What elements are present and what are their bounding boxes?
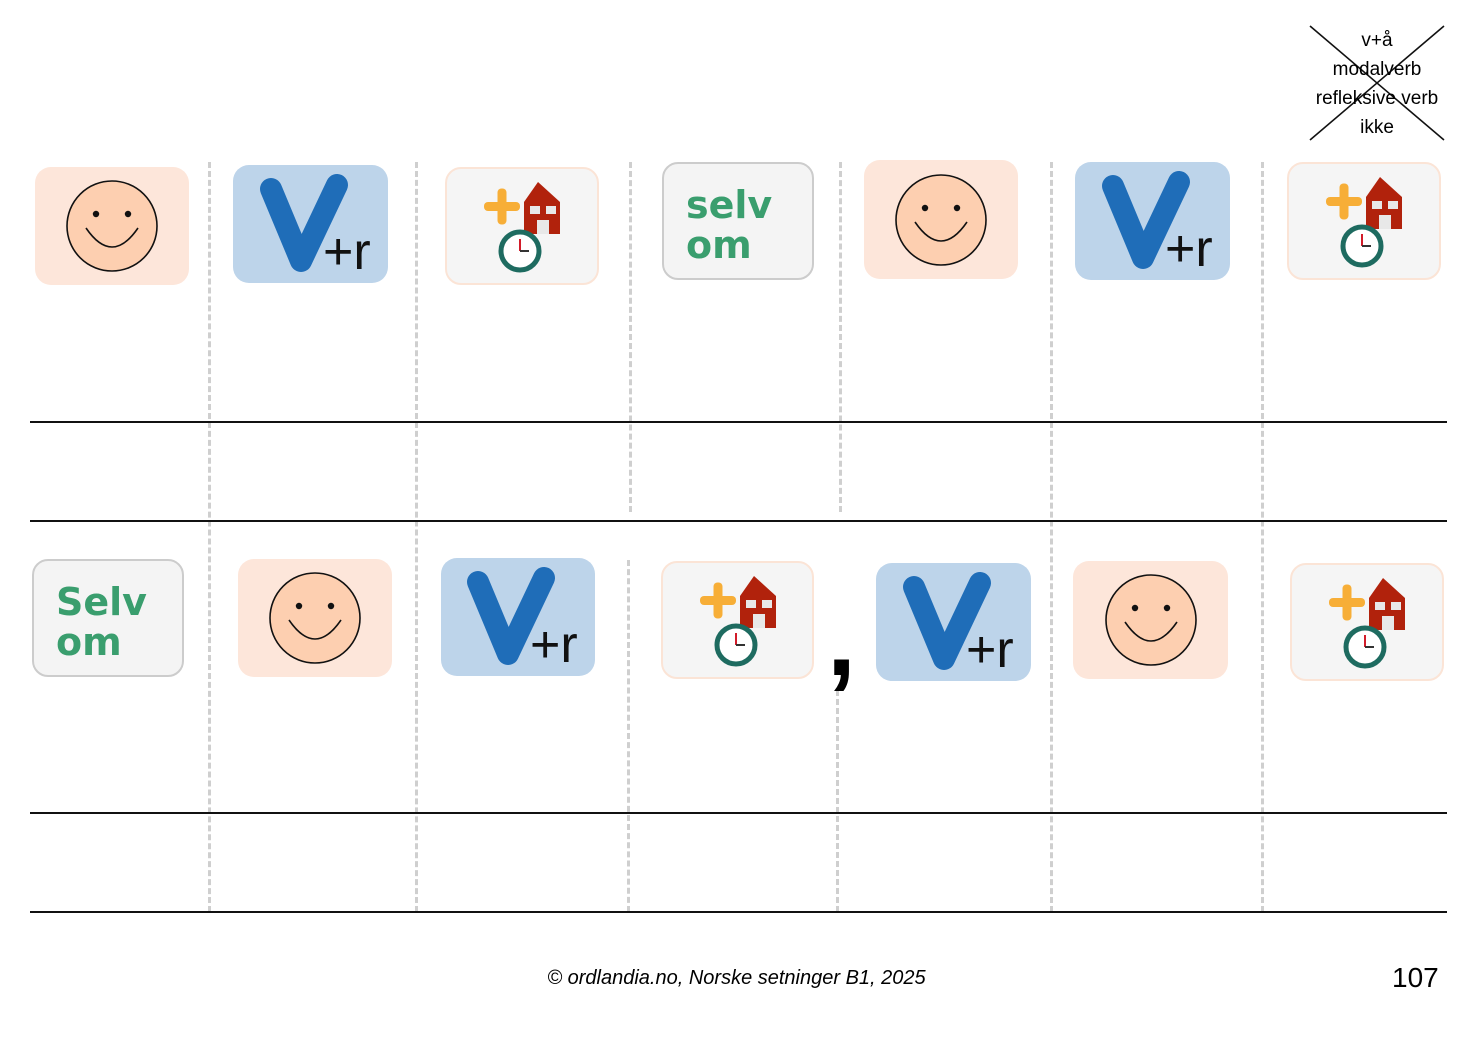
verb-suffix: +r <box>1165 220 1213 276</box>
column-divider <box>839 162 842 512</box>
column-divider <box>1050 162 1053 912</box>
cross-mark-icon <box>1309 25 1445 141</box>
reminder-line: modalverb <box>1332 59 1422 80</box>
column-divider <box>415 162 418 912</box>
conj-word-1: Selv <box>56 580 147 624</box>
conj-word-2: om <box>686 223 752 266</box>
verb-suffix: +r <box>323 223 371 279</box>
verb-card: +r <box>233 165 388 283</box>
subject-card <box>1073 561 1228 679</box>
crossed-reminder-box: v+å modalverb refleksive verb ikke <box>1308 24 1446 142</box>
writing-line <box>30 911 1447 913</box>
adverbial-card <box>1287 162 1441 280</box>
smiley-face-icon <box>269 572 361 664</box>
comma-mark: , <box>827 582 856 698</box>
verb-card: +r <box>1075 162 1230 280</box>
column-divider <box>1261 162 1264 912</box>
verb-card: +r <box>441 558 595 676</box>
verb-v-plus-r-icon: +r <box>902 572 1014 677</box>
verb-suffix: +r <box>530 616 578 672</box>
reminder-text: v+å modalverb refleksive verb ikke <box>1308 26 1446 142</box>
column-divider <box>208 162 211 912</box>
subject-card <box>864 160 1018 279</box>
smiley-face-icon <box>895 173 987 266</box>
smiley-face-icon <box>1104 574 1197 666</box>
reminder-line: ikke <box>1360 117 1394 138</box>
subject-card <box>238 559 392 677</box>
conjunction-card: Selv om <box>32 559 184 677</box>
verb-v-plus-r-icon: +r <box>1101 171 1213 276</box>
subject-card <box>35 167 189 285</box>
writing-line <box>30 520 1447 522</box>
plus-house-clock-icon <box>699 576 776 667</box>
plus-house-clock-icon <box>1326 177 1402 268</box>
reminder-line: refleksive verb <box>1315 88 1439 109</box>
conj-word-1: selv <box>686 183 772 227</box>
smiley-face-icon <box>66 180 158 272</box>
writing-line <box>30 812 1447 814</box>
reminder-line: v+å <box>1361 30 1393 51</box>
adverbial-card <box>1290 563 1444 681</box>
verb-suffix: +r <box>966 621 1014 677</box>
selv-om-label: Selv om <box>56 580 147 663</box>
plus-house-clock-icon <box>1329 578 1405 669</box>
page-number: 107 <box>1392 962 1439 993</box>
conjunction-card: selv om <box>662 162 814 280</box>
verb-card: +r <box>876 563 1031 681</box>
selv-om-label: selv om <box>686 183 772 266</box>
conj-word-2: om <box>56 620 122 663</box>
adverbial-card <box>661 561 814 679</box>
column-divider <box>627 560 630 912</box>
verb-v-plus-r-icon: +r <box>467 567 578 672</box>
adverbial-card <box>445 167 599 285</box>
plus-house-clock-icon <box>484 182 560 273</box>
writing-line <box>30 421 1447 423</box>
copyright-footer: © ordlandia.no, Norske setninger B1, 202… <box>547 967 926 989</box>
column-divider <box>629 162 632 512</box>
column-divider <box>836 690 839 912</box>
verb-v-plus-r-icon: +r <box>259 174 371 279</box>
